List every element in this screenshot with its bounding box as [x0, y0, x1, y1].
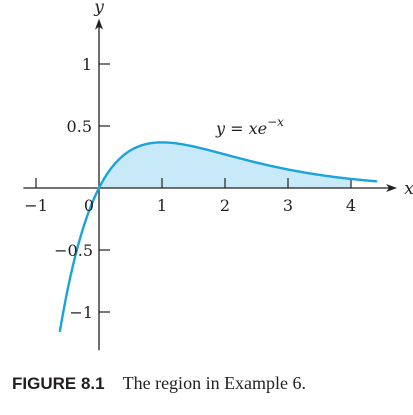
- curve-line: [58, 141, 378, 333]
- figure-caption: FIGURE 8.1 The region in Example 6.: [12, 373, 306, 394]
- x-tick-label: 0: [84, 196, 94, 215]
- y-tick-label: 0.5: [67, 117, 92, 136]
- x-tick-label: 1: [157, 196, 167, 215]
- x-tick-label: 4: [346, 196, 356, 215]
- shaded-region: [99, 142, 351, 188]
- curve-label: y = xe−x: [215, 115, 284, 138]
- curve-label-exponent: −x: [267, 115, 284, 129]
- chart: −1 0 1 2 3 4 1 0.5 −0.5 −1 x y y = xe−x: [23, 0, 413, 351]
- x-tick-label: 3: [283, 196, 293, 215]
- y-tick-label: 1: [82, 55, 92, 74]
- y-tick-label: −0.5: [54, 241, 93, 260]
- y-tick-label: −1: [69, 303, 93, 322]
- x-tick-label: 2: [220, 196, 230, 215]
- y-axis-label: y: [93, 0, 104, 18]
- y-axis-arrow: [95, 18, 103, 30]
- x-axis-label: x: [404, 179, 413, 199]
- x-tick-label: −1: [24, 196, 48, 215]
- x-axis-arrow: [386, 184, 398, 192]
- caption-text: The region in Example 6.: [122, 373, 307, 393]
- caption-label: FIGURE 8.1: [12, 374, 105, 393]
